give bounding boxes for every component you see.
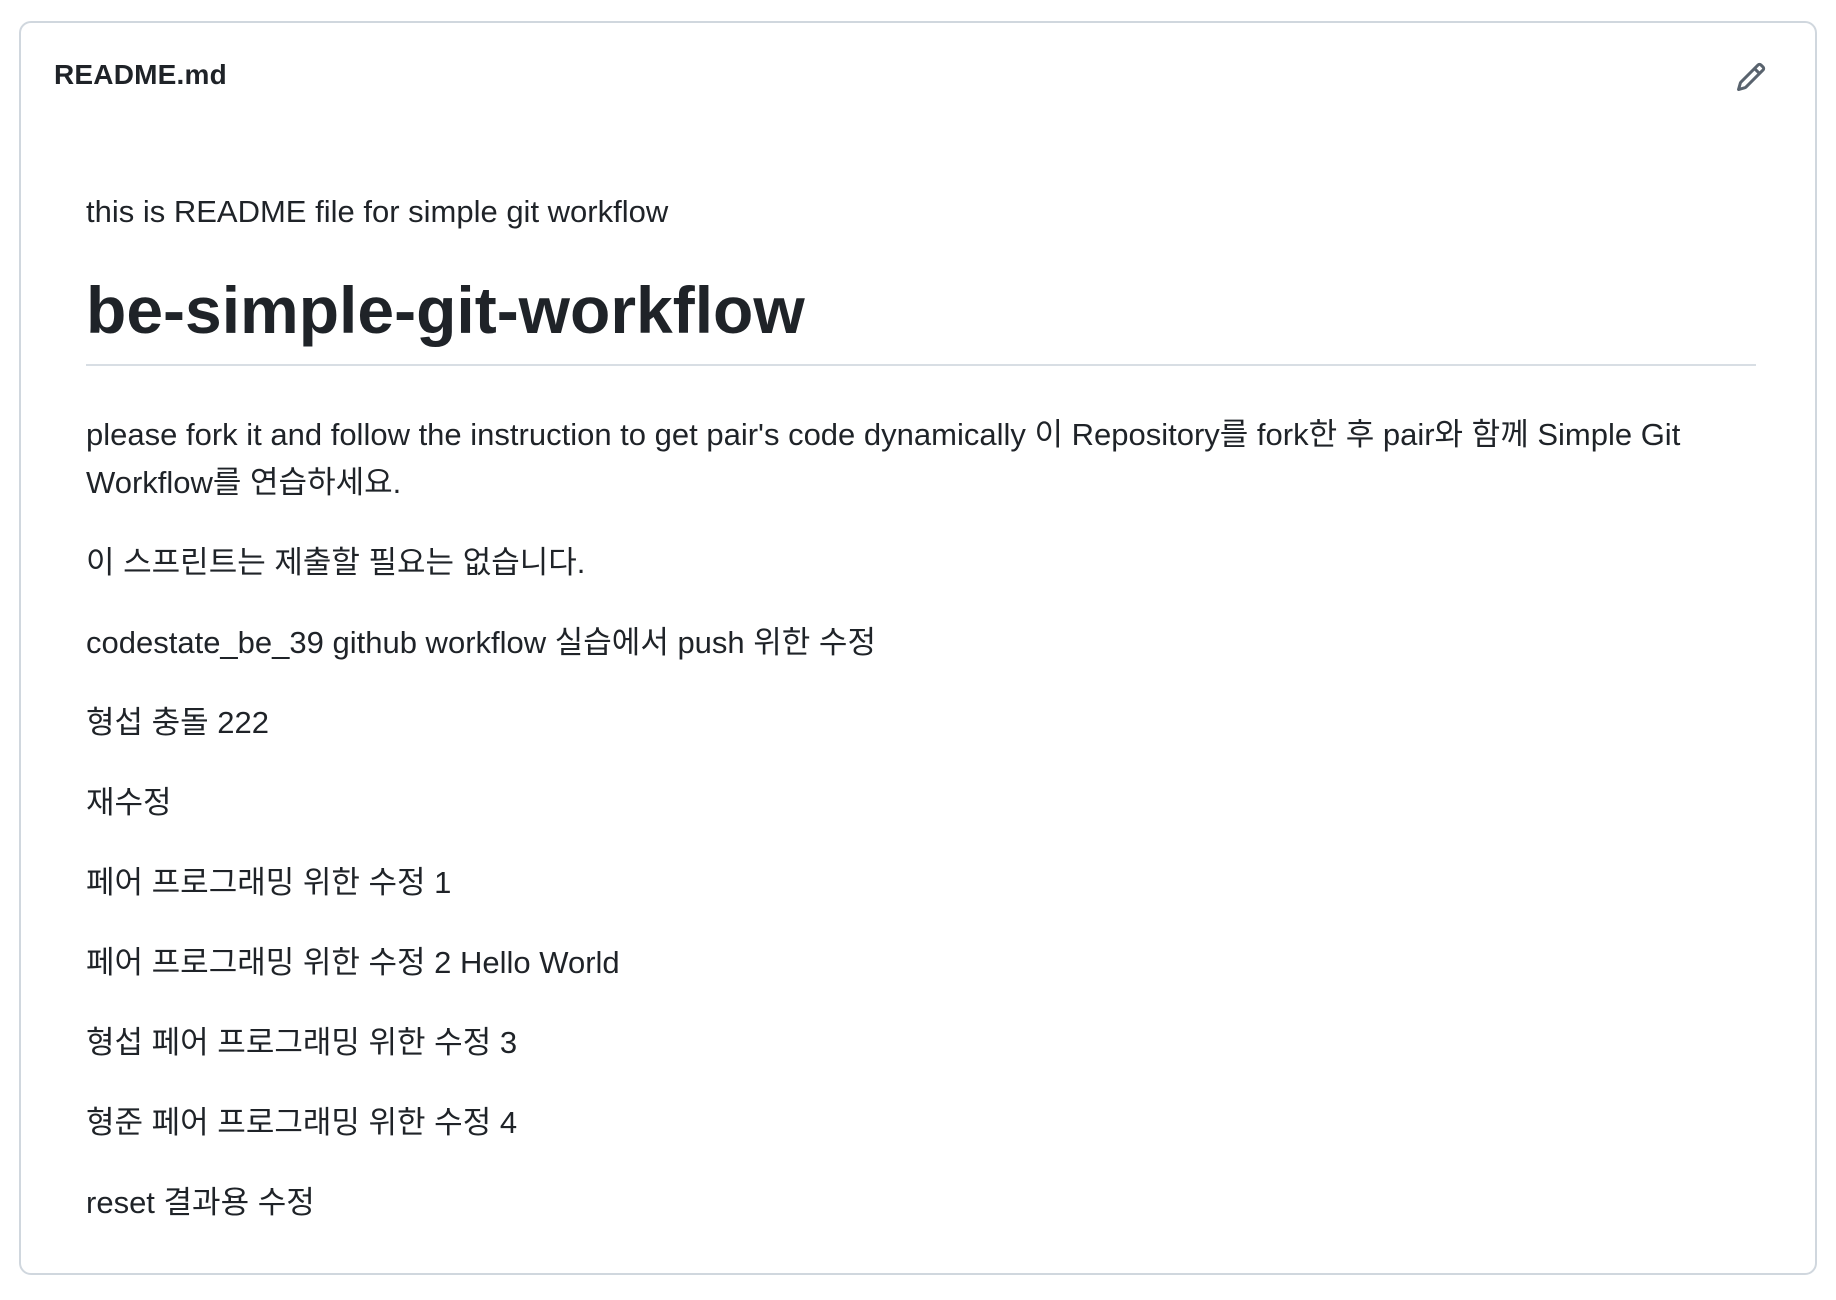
readme-paragraph: codestate_be_39 github workflow 실습에서 pus… [86,625,876,661]
pencil-icon [1735,61,1767,98]
readme-paragraph: 페어 프로그래밍 위한 수정 2 Hello World [86,945,620,981]
readme-container: README.md this is README file for simple… [19,21,1817,1275]
readme-paragraph: 재수정 [86,785,172,821]
readme-header: README.md [21,23,1815,133]
paragraph-list: please fork it and follow the instructio… [86,411,1756,1260]
readme-paragraph: 형섭 충돌 222 [86,705,270,741]
readme-paragraph: 이 스프린트는 제출할 필요는 없습니다. [86,545,586,581]
readme-paragraph: 형섭 페어 프로그래밍 위한 수정 3 [86,1025,518,1061]
readme-paragraph: 형준 페어 프로그래밍 위한 수정 4 [86,1105,518,1141]
readme-paragraph: 페어 프로그래밍 위한 수정 1 [86,865,452,901]
readme-paragraph: reset 결과용 수정 [86,1185,315,1221]
intro-text: this is README file for simple git workf… [86,194,669,229]
readme-title: be-simple-git-workflow [86,269,1756,366]
edit-file-button[interactable] [1731,59,1771,99]
readme-paragraph: please fork it and follow the instructio… [86,417,1681,501]
readme-filename[interactable]: README.md [54,59,227,90]
